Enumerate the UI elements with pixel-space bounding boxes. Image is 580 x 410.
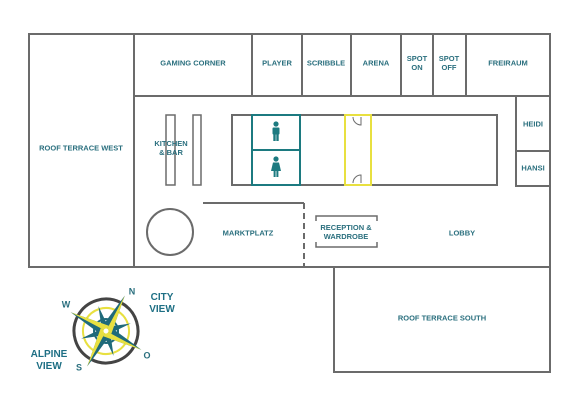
- room-kitchen-bar: KITCHEN & BAR: [154, 139, 188, 157]
- compass-east: O: [143, 350, 151, 361]
- room-arena: ARENA: [362, 58, 390, 68]
- compass-rose-icon: [70, 295, 142, 367]
- room-roof-terrace-south: ROOF TERRACE SOUTH: [397, 313, 487, 323]
- room-roof-terrace-west: ROOF TERRACE WEST: [39, 143, 123, 153]
- room-marktplatz: MARKTPLATZ: [222, 228, 274, 238]
- room-heidi: HEIDI: [522, 119, 544, 129]
- room-reception-wardrobe: RECEPTION & WARDROBE: [320, 223, 372, 241]
- compass-south: S: [75, 362, 83, 373]
- room-spot-on: SPOT ON: [406, 54, 428, 72]
- female-restroom-icon: [271, 156, 281, 177]
- room-hansi: HANSI: [521, 163, 545, 173]
- room-scribble: SCRIBBLE: [306, 58, 346, 68]
- room-player: PLAYER: [262, 58, 292, 68]
- room-freiraum: FREIRAUM: [488, 58, 528, 68]
- room-spot-off: SPOT OFF: [438, 54, 460, 72]
- restrooms: [251, 114, 301, 186]
- compass-west: W: [61, 299, 71, 310]
- male-restroom-icon: [272, 121, 280, 141]
- alpine-view-label: ALPINE VIEW: [30, 349, 68, 372]
- highlighted-passage: [344, 114, 372, 186]
- room-gaming-corner: GAMING CORNER: [160, 58, 226, 68]
- city-view-label: CITY VIEW: [149, 292, 175, 315]
- room-lobby: LOBBY: [448, 228, 476, 238]
- compass-north: N: [128, 286, 136, 297]
